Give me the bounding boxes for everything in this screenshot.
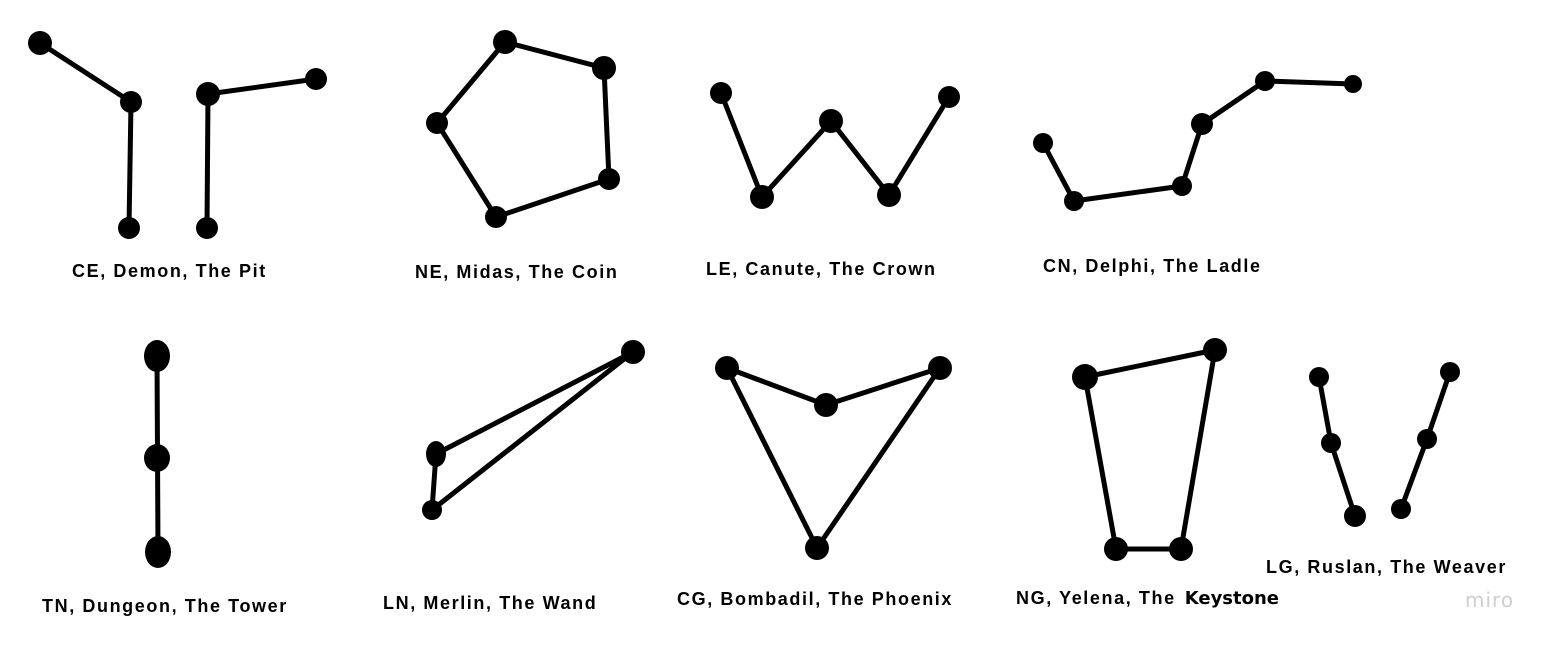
star	[1440, 362, 1460, 382]
star	[1391, 499, 1411, 519]
edge	[1082, 346, 1219, 552]
star	[805, 536, 829, 560]
star	[144, 340, 170, 372]
constellation-lg: LG, Ruslan, The Weaver	[1266, 362, 1507, 577]
star	[485, 206, 507, 228]
star	[145, 536, 171, 568]
star	[1064, 191, 1084, 211]
star	[196, 217, 218, 239]
edge	[1040, 78, 1356, 204]
star	[426, 112, 448, 134]
star	[938, 86, 960, 108]
constellation-cn: CN, Delphi, The Ladle	[1033, 71, 1362, 276]
constellation-caption: LE, Canute, The Crown	[706, 259, 937, 279]
star	[1255, 71, 1275, 91]
star	[118, 217, 140, 239]
edge	[205, 76, 319, 97]
star	[28, 31, 52, 55]
miro-watermark: miro	[1465, 588, 1514, 612]
constellation-caption: CE, Demon, The Pit	[72, 261, 267, 281]
star	[928, 356, 952, 380]
star	[1344, 505, 1366, 527]
edge	[204, 91, 211, 231]
star	[750, 185, 774, 209]
star	[715, 356, 739, 380]
constellation-caption: CG, Bombadil, The Phoenix	[677, 589, 953, 609]
constellation-cg: CG, Bombadil, The Phoenix	[677, 356, 953, 609]
edge	[37, 40, 134, 105]
edge	[433, 39, 612, 220]
star	[1072, 364, 1098, 390]
star	[621, 340, 645, 364]
constellation-tn: TN, Dungeon, The Tower	[42, 340, 288, 616]
constellation-ne: NE, Midas, The Coin	[415, 30, 620, 282]
constellation-ce: CE, Demon, The Pit	[28, 31, 327, 281]
star	[814, 393, 838, 417]
star	[598, 168, 620, 190]
constellation-ln: LN, Merlin, The Wand	[383, 340, 645, 613]
edge	[429, 349, 635, 516]
star	[1033, 133, 1053, 153]
star	[426, 441, 446, 467]
constellation-caption: NE, Midas, The Coin	[415, 262, 618, 282]
star	[877, 183, 901, 207]
star	[422, 500, 442, 520]
star	[1172, 176, 1192, 196]
star	[1417, 429, 1437, 449]
star	[196, 82, 220, 106]
star	[819, 109, 843, 133]
star	[1344, 75, 1362, 93]
constellation-caption: CN, Delphi, The Ladle	[1043, 256, 1262, 276]
constellation-caption: LG, Ruslan, The Weaver	[1266, 557, 1507, 577]
star	[1309, 367, 1329, 387]
star	[1203, 338, 1227, 362]
star	[493, 30, 517, 54]
constellation-le: LE, Canute, The Crown	[706, 82, 960, 279]
edge	[718, 90, 952, 202]
star	[305, 68, 327, 90]
star	[1104, 537, 1128, 561]
star	[1321, 433, 1341, 453]
constellation-caption: LN, Merlin, The Wand	[383, 593, 597, 613]
star	[1191, 113, 1213, 135]
star	[120, 91, 142, 113]
star	[1169, 537, 1193, 561]
edge	[126, 99, 134, 231]
star	[144, 444, 170, 472]
star	[592, 56, 616, 80]
star	[710, 82, 732, 104]
constellation-caption: TN, Dungeon, The Tower	[42, 596, 288, 616]
edge	[721, 363, 947, 553]
